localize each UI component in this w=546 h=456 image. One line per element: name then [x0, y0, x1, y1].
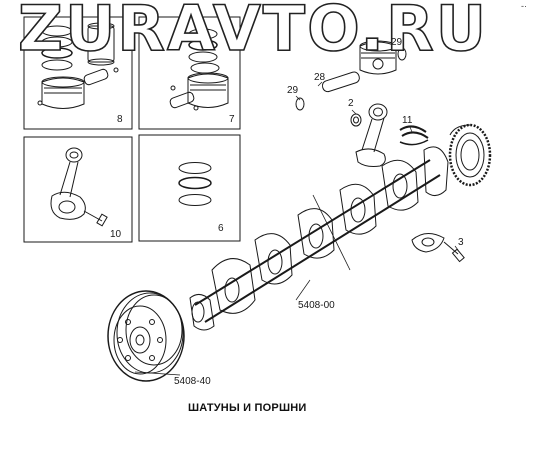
callout-11: 11 [402, 115, 413, 126]
callout-29-left: 29 [287, 85, 299, 96]
callout-29-top: 29 [391, 37, 403, 48]
callout-7: 7 [229, 114, 235, 125]
callout-6: 6 [218, 223, 224, 234]
callout-3: 3 [458, 237, 464, 248]
kit-box-8 [23, 16, 133, 130]
callout-28: 28 [314, 72, 326, 83]
kit-box-10 [23, 136, 133, 243]
timing-gear [448, 123, 492, 187]
kit-box-6 [138, 134, 241, 242]
crank-pulley [107, 290, 185, 382]
callout-2: 2 [348, 98, 354, 109]
crankshaft [189, 146, 449, 331]
corner-mark: -· [521, 1, 527, 11]
callout-10: 10 [110, 229, 122, 240]
diagram-caption: ШАТУНЫ И ПОРШНИ [188, 402, 307, 414]
callout-5408-40: 5408-40 [174, 376, 211, 387]
watermark-text: ZURAVTO.RU [17, 0, 489, 65]
rod-cap-and-bolt [411, 233, 465, 263]
callout-8: 8 [117, 114, 123, 125]
callout-5408-00: 5408-00 [298, 300, 335, 311]
bearing-shells [399, 125, 429, 146]
leader-lines [134, 44, 459, 376]
kit-box-7 [138, 16, 241, 130]
